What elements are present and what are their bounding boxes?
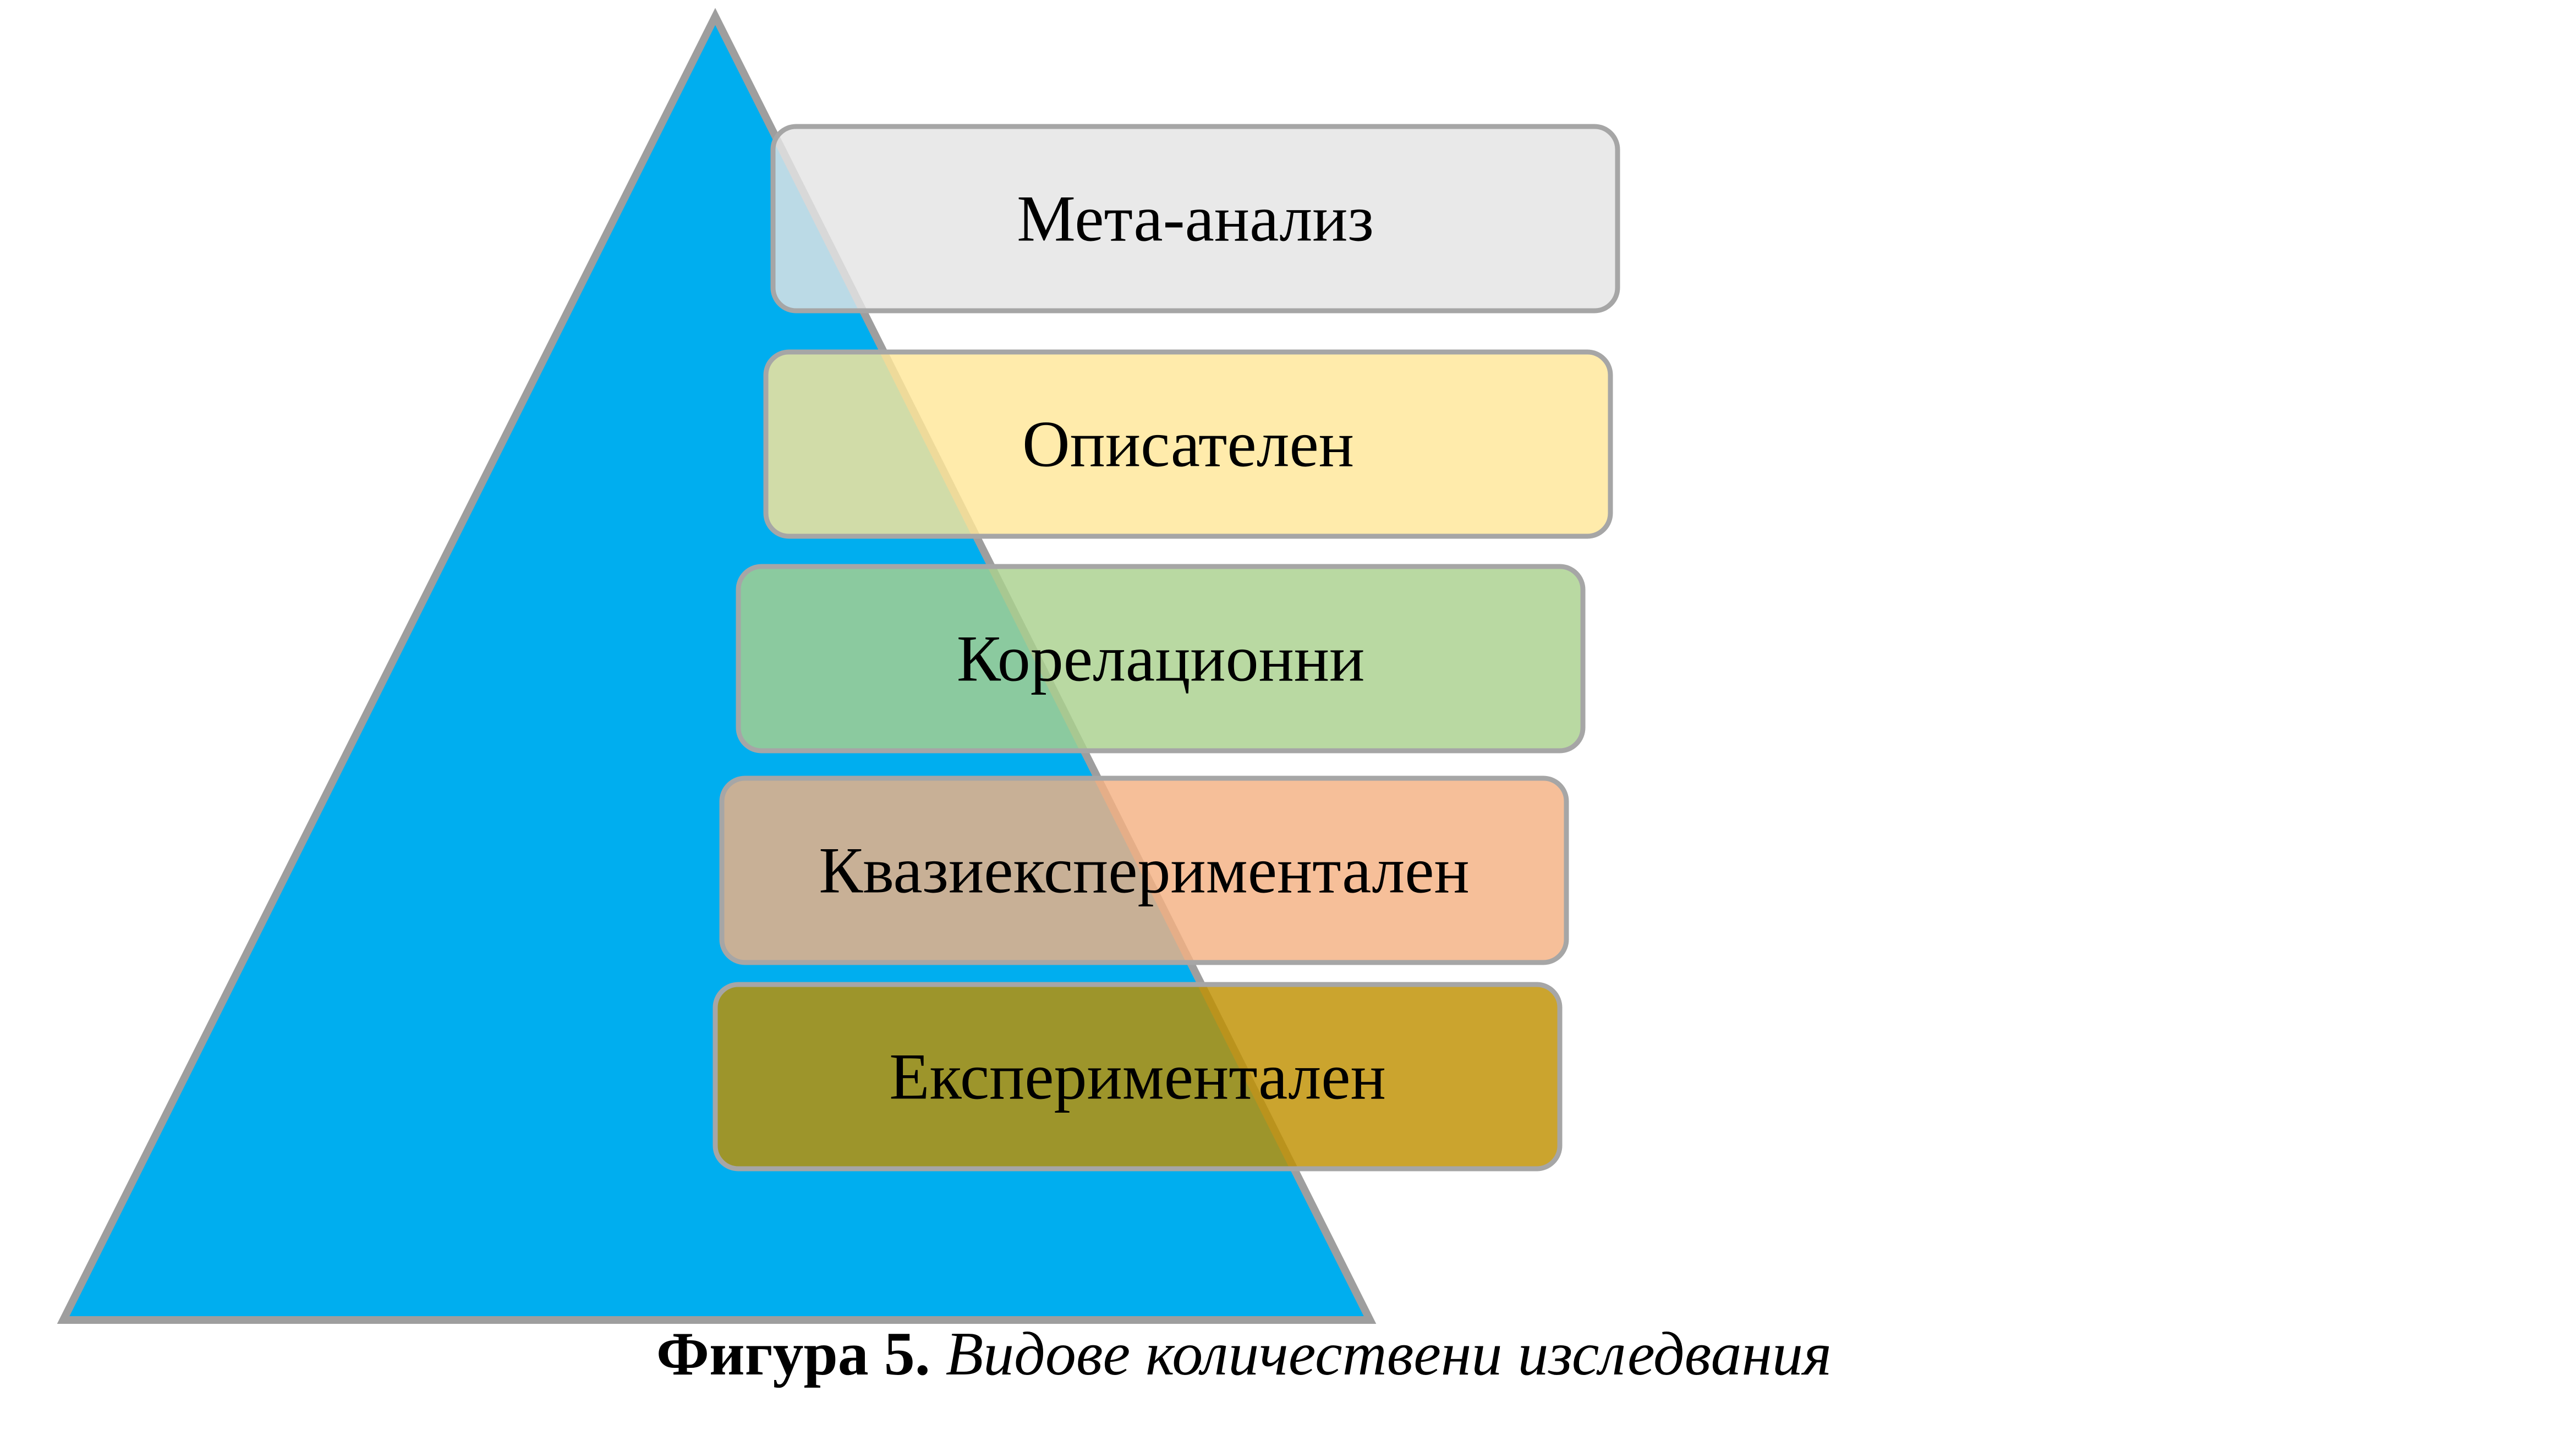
caption-text: Видове количествени изследвания xyxy=(945,1320,1832,1388)
level-label-4: Квазиекспериментален xyxy=(819,834,1470,907)
level-label-3: Корелационни xyxy=(957,622,1365,695)
level-box-4 xyxy=(719,776,1569,965)
caption-label: Фигура 5. xyxy=(656,1320,930,1388)
level-label-2: Описателен xyxy=(1022,408,1354,481)
figure-caption: Фигура 5. Видове количествени изследвани… xyxy=(0,1317,2532,1391)
level-box-1 xyxy=(770,124,1620,314)
level-box-2 xyxy=(763,349,1613,539)
level-label-5: Експериментален xyxy=(889,1040,1386,1113)
pyramid-levels: Мета-анализОписателенКорелационниКвазиек… xyxy=(712,124,1620,1172)
level-box-3 xyxy=(736,564,1586,754)
level-box-5 xyxy=(712,982,1563,1172)
level-label-1: Мета-анализ xyxy=(1017,182,1374,255)
